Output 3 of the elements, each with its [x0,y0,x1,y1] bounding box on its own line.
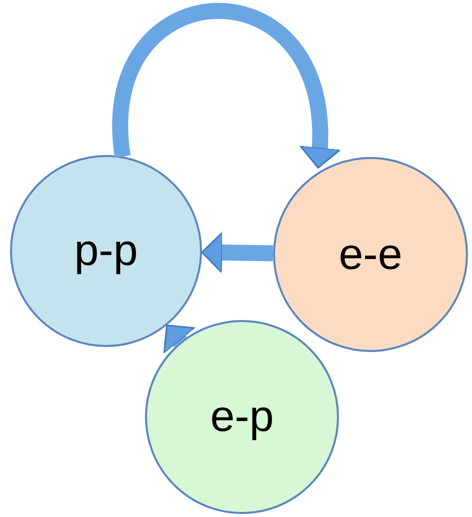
arrow [201,232,274,274]
arrow [112,3,340,169]
arrow [163,324,196,354]
